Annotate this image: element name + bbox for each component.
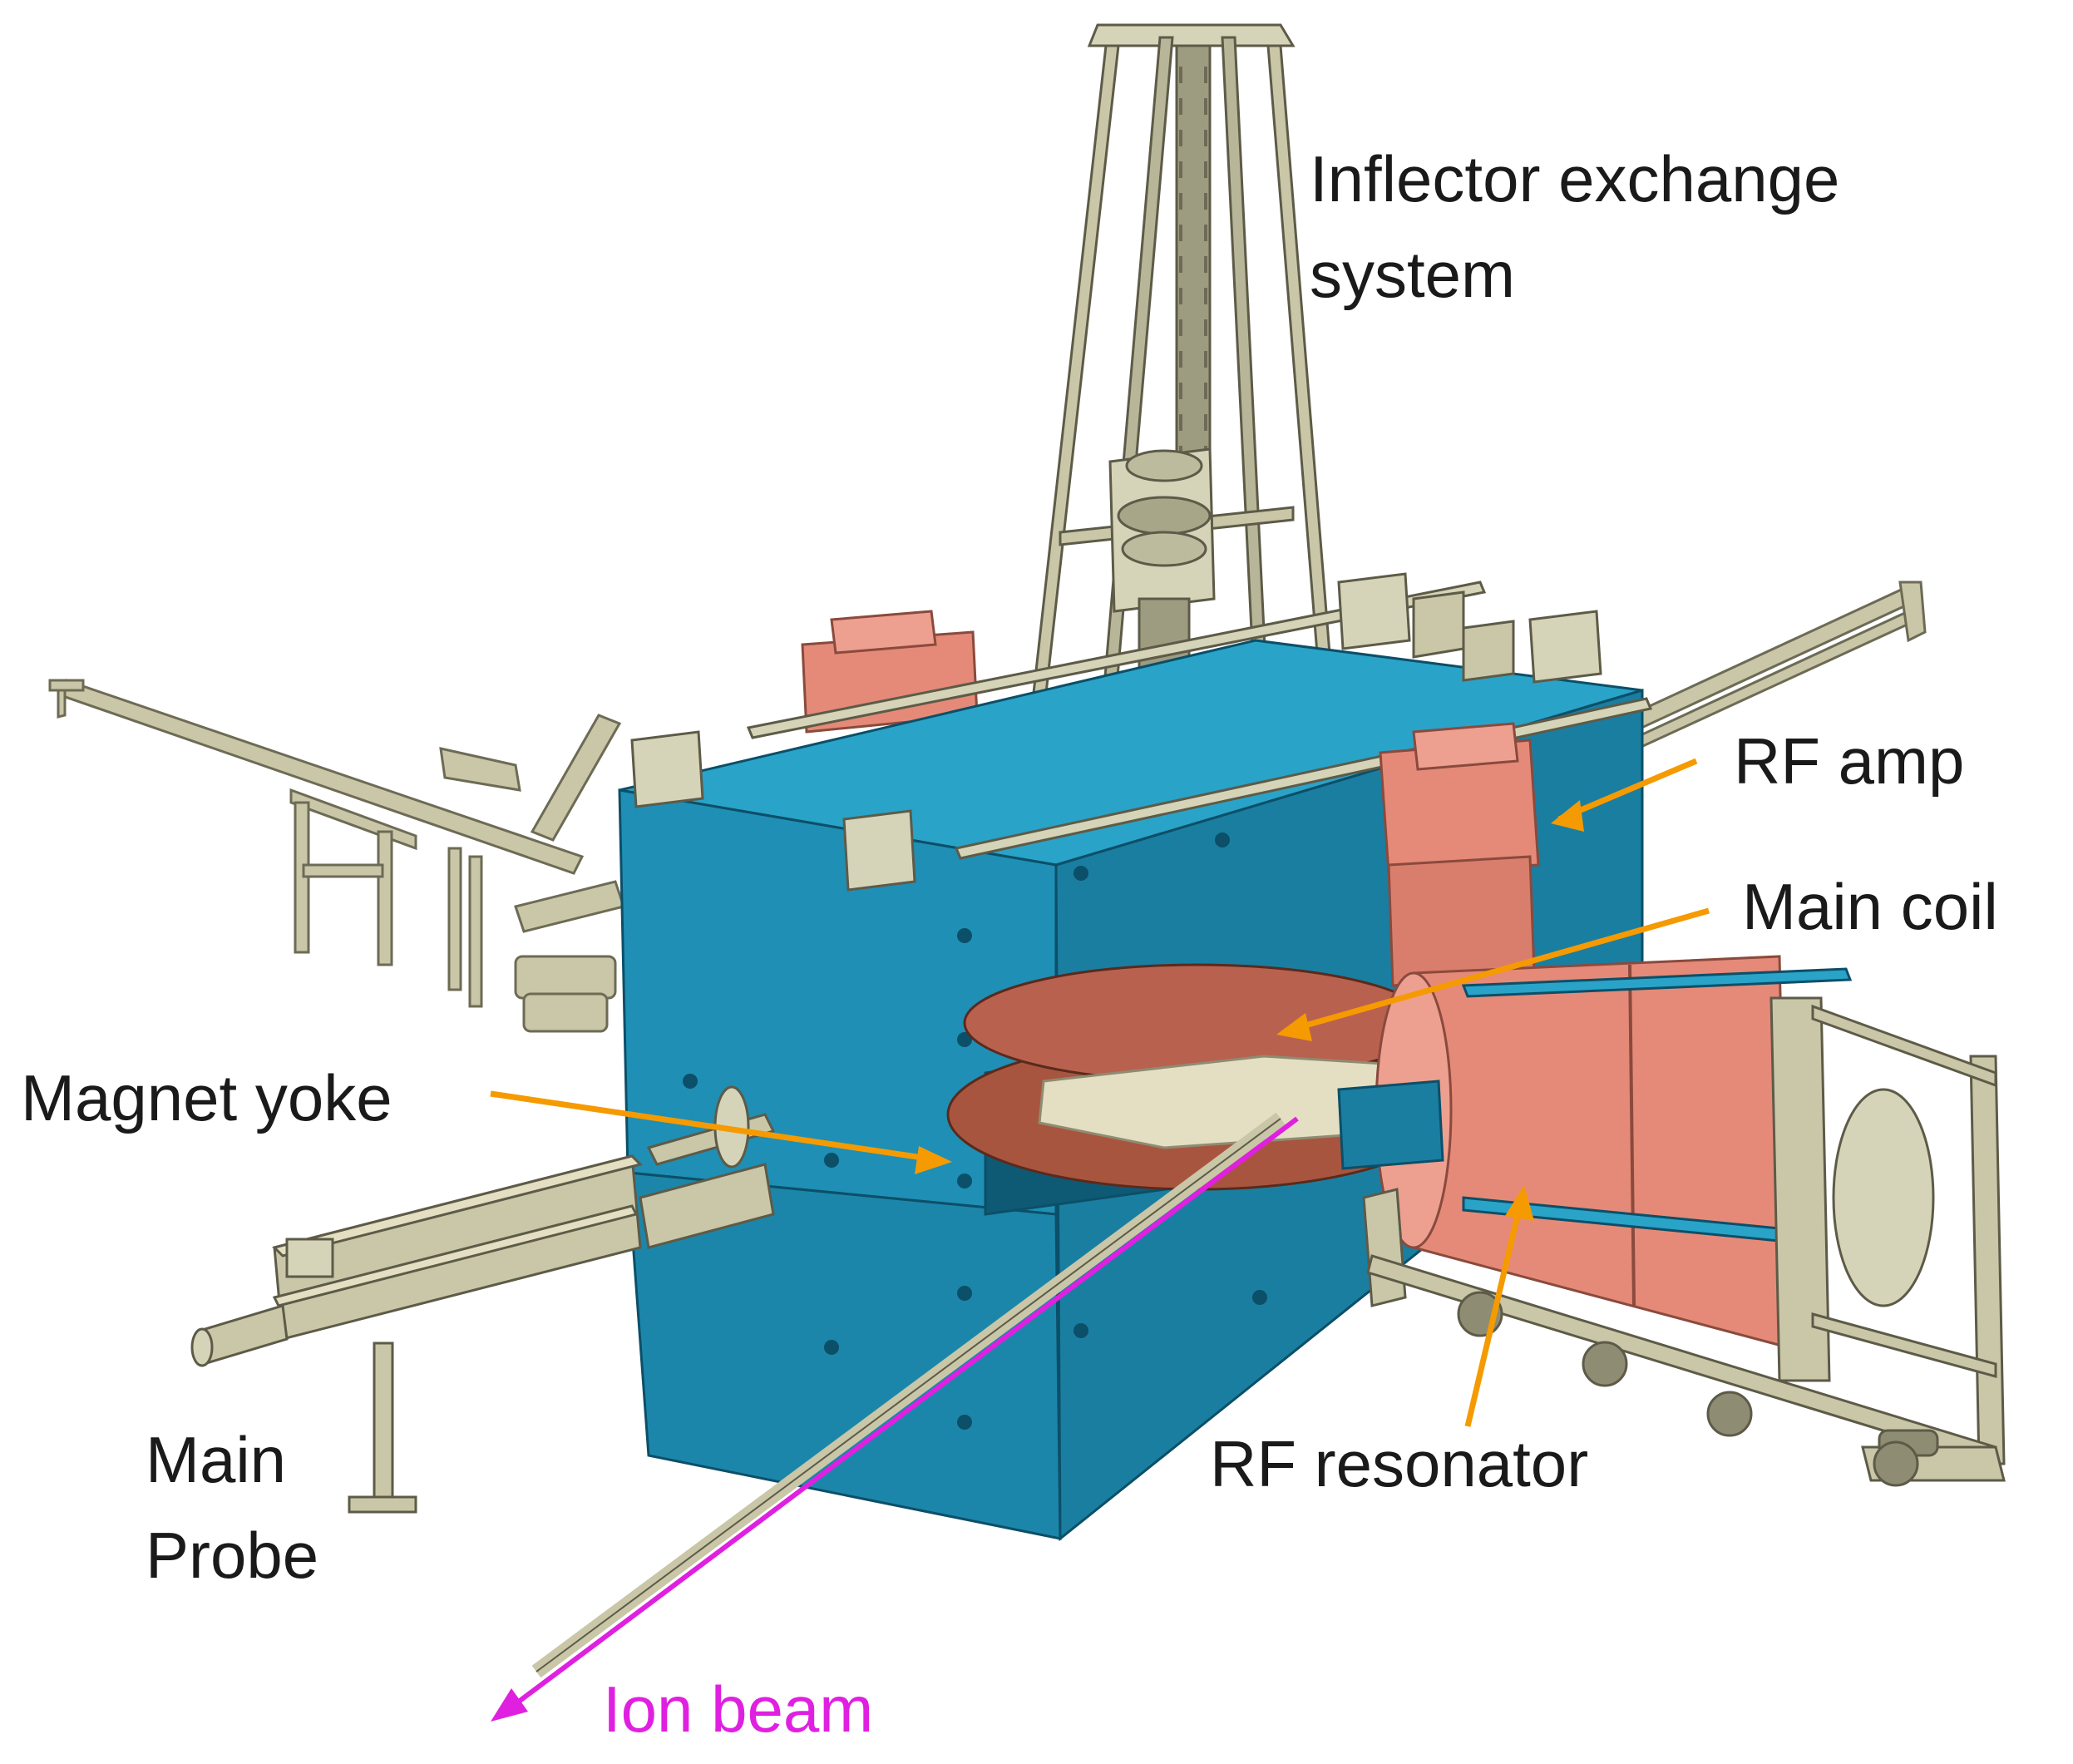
label-main-probe-line1: Main [146,1423,287,1496]
left-rail-assembly [48,679,625,1033]
arrow-rf-resonator [1464,1197,1525,1427]
rear-rf-amp [801,610,979,734]
top-rods-and-jacks [630,572,1653,892]
arrowhead-rf-resonator [1505,1185,1534,1221]
label-inflector-exchange-system-line1: Inflector exchange [1310,142,1840,215]
front-rf-amp [1379,722,1540,987]
arrowhead-rf-amp [1551,800,1584,832]
label-rf-amp: RF amp [1734,724,1965,798]
yoke-bolt-holes [683,833,1438,1430]
arrowhead-magnet-yoke [915,1146,952,1174]
arrow-ion-beam [501,1116,1299,1716]
arrow-rf-amp [1557,758,1698,823]
label-main-coil: Main coil [1742,870,1998,943]
inflector-exchange-tower [1029,23,1336,743]
leader-arrows [490,758,1710,1722]
arrow-magnet-yoke [490,1090,940,1164]
arrowhead-main-coil [1276,1013,1312,1041]
arrow-main-coil [1284,907,1710,1035]
right-rail-assembly [1627,581,1927,753]
label-main-probe-line2: Probe [146,1519,319,1592]
label-ion-beam: Ion beam [603,1673,874,1746]
arrowhead-ion-beam [491,1688,528,1722]
label-magnet-yoke: Magnet yoke [21,1061,392,1134]
resonator-support-frame [1362,996,2006,1487]
label-inflector-exchange-system-line2: system [1310,238,1516,311]
ion-beam-pipe [531,1112,1286,1678]
label-rf-resonator: RF resonator [1210,1427,1589,1500]
main-probe-assembly [190,1085,776,1514]
